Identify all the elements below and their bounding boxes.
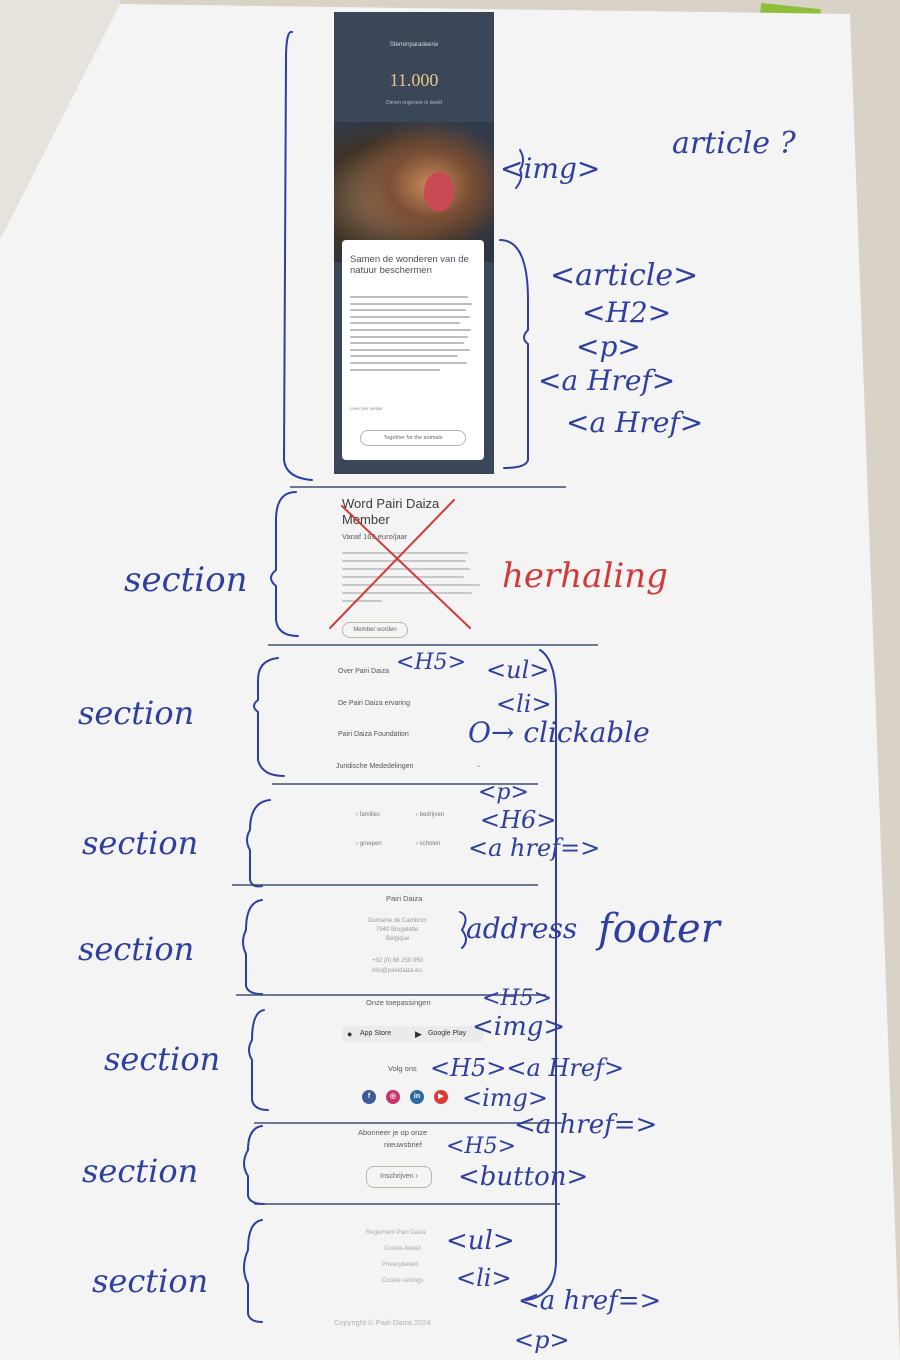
annotation-h5-b: <H5> bbox=[482, 986, 553, 1011]
facebook-icon[interactable]: f bbox=[362, 1090, 376, 1104]
audience-link[interactable]: › scholen bbox=[416, 841, 441, 847]
address-email[interactable]: info@pairidaiza.eu bbox=[372, 968, 422, 974]
text-line bbox=[342, 576, 464, 578]
annotation-herhaling: herhaling bbox=[502, 556, 668, 596]
text-line bbox=[342, 600, 382, 602]
foundation-card: Samen de wonderen van de natuur bescherm… bbox=[342, 240, 484, 460]
hero-number: 11.000 bbox=[389, 70, 439, 90]
audience-link[interactable]: › bedrijven bbox=[416, 812, 445, 818]
annotation-footer: footer bbox=[598, 906, 720, 952]
tiger-image bbox=[334, 122, 494, 262]
annotation-a-href-1: <a Href> bbox=[538, 364, 676, 397]
newsletter-button[interactable]: Inschrijven › bbox=[366, 1166, 432, 1188]
hero-top-label: Sterrenparadeerie bbox=[389, 42, 439, 48]
address-line: Domaine de Cambron bbox=[368, 918, 427, 924]
annotation-img-c: <img> bbox=[462, 1084, 549, 1112]
member-price: Vanaf 169 euro/jaar bbox=[342, 532, 408, 541]
audience-link[interactable]: › groepen bbox=[356, 841, 382, 847]
play-icon: ▶ bbox=[415, 1029, 422, 1039]
annotation-section: section bbox=[78, 694, 195, 732]
linkedin-icon[interactable]: in bbox=[410, 1090, 424, 1104]
annotation-clickable: O→ clickable bbox=[468, 716, 650, 749]
address-name: Pairi Daiza bbox=[386, 894, 423, 903]
card-link[interactable]: Lees hier verder bbox=[350, 406, 383, 411]
divider bbox=[272, 783, 538, 785]
annotation-p: <p> bbox=[576, 330, 641, 363]
divider bbox=[254, 1203, 560, 1205]
tiger-mouth bbox=[424, 172, 454, 212]
menu-item[interactable]: Over Pairi Daiza bbox=[338, 668, 389, 675]
annotation-section: section bbox=[82, 1152, 199, 1190]
divider bbox=[236, 994, 546, 996]
legal-link[interactable]: Cookie-beleid bbox=[384, 1246, 421, 1252]
legal-link[interactable]: Cookie-settings bbox=[382, 1278, 424, 1284]
annotation-button: <button> bbox=[458, 1162, 589, 1192]
annotation-li: <li> bbox=[496, 690, 552, 718]
apps-heading: Onze toepassingen bbox=[366, 998, 431, 1007]
annotation-section: section bbox=[82, 824, 199, 862]
annotation-ul: <ul> bbox=[486, 656, 550, 684]
annotation-section: section bbox=[92, 1262, 209, 1300]
app-store-badge[interactable]: ●App Store bbox=[342, 1026, 410, 1042]
hero-sub-label: Dieren ongeveer in beeld bbox=[386, 100, 442, 106]
menu-item[interactable]: De Pairi Daiza ervaring bbox=[338, 700, 410, 707]
annotation-a-href-eq-c: <a href=> bbox=[518, 1286, 662, 1316]
youtube-icon[interactable]: ▶ bbox=[434, 1090, 448, 1104]
annotation-a-href-2: <a Href> bbox=[566, 406, 704, 439]
address-phone[interactable]: +32 (0) 68 250 850 bbox=[372, 958, 423, 964]
address-line: Belgique bbox=[386, 936, 410, 942]
divider bbox=[290, 486, 566, 488]
menu-item[interactable]: Pairi Daiza Foundation bbox=[338, 731, 409, 738]
annotation-ul-b: <ul> bbox=[446, 1226, 515, 1256]
apple-icon: ● bbox=[347, 1029, 353, 1039]
instagram-icon[interactable]: ◎ bbox=[386, 1090, 400, 1104]
menu-item[interactable]: Juridische Mededelingen bbox=[336, 763, 414, 770]
annotation-section: section bbox=[124, 560, 248, 600]
annotation-h5-a-href: <H5><a Href> bbox=[430, 1054, 625, 1082]
divider bbox=[268, 644, 598, 646]
annotation-address: address bbox=[466, 912, 578, 945]
legal-link[interactable]: Reglement Pairi Daiza bbox=[366, 1230, 426, 1236]
annotation-article: <article> bbox=[550, 258, 699, 293]
legal-link[interactable]: Privacybeleid bbox=[382, 1262, 418, 1268]
annotation-img-b: <img> bbox=[472, 1012, 566, 1042]
annotation-article-question: article ? bbox=[672, 126, 796, 161]
newsletter-heading-line-2: nieuwsbrief bbox=[384, 1140, 422, 1149]
annotation-a-href-eq-b: <a href=> bbox=[514, 1110, 658, 1140]
annotation-h6: <H6> bbox=[480, 806, 557, 834]
annotation-h5-c: <H5> bbox=[446, 1134, 517, 1159]
card-button[interactable]: Together for the animals bbox=[360, 430, 466, 446]
newsletter-heading-line-1: Abonneer je op onze bbox=[358, 1128, 428, 1137]
annotation-h5: <H5> bbox=[396, 650, 467, 675]
text-line bbox=[342, 552, 468, 554]
member-button[interactable]: Member worden bbox=[342, 622, 408, 638]
follow-heading: Volg ons bbox=[388, 1064, 417, 1073]
divider bbox=[254, 1122, 562, 1124]
annotation-p2: <p> bbox=[478, 780, 529, 805]
annotation-section: section bbox=[78, 930, 195, 968]
text-line bbox=[342, 568, 470, 570]
copyright: Copyright © Pairi Daiza 2024 bbox=[334, 1318, 431, 1327]
member-title-line-1: Word Pairi Daiza bbox=[342, 496, 440, 511]
card-title: Samen de wonderen van de natuur bescherm… bbox=[350, 254, 469, 276]
member-title-line-2: Member bbox=[342, 512, 390, 527]
annotation-p-b: <p> bbox=[514, 1326, 570, 1354]
address-line: 7940 Brugelette bbox=[376, 927, 419, 933]
audience-link[interactable]: › families bbox=[356, 812, 381, 818]
text-line bbox=[342, 584, 480, 586]
annotation-h2: <H2> bbox=[582, 296, 672, 329]
text-line bbox=[342, 560, 466, 562]
chevron-down-icon[interactable]: ⌄ bbox=[476, 763, 482, 769]
divider bbox=[232, 884, 538, 886]
text-line bbox=[342, 592, 472, 594]
google-play-badge[interactable]: ▶Google Play bbox=[410, 1026, 484, 1042]
annotation-a-href-eq: <a href=> bbox=[468, 834, 601, 862]
card-body-text bbox=[350, 296, 474, 375]
annotation-section: section bbox=[104, 1040, 221, 1078]
annotation-li-b: <li> bbox=[456, 1264, 512, 1292]
annotation-img: <img> bbox=[500, 152, 601, 185]
